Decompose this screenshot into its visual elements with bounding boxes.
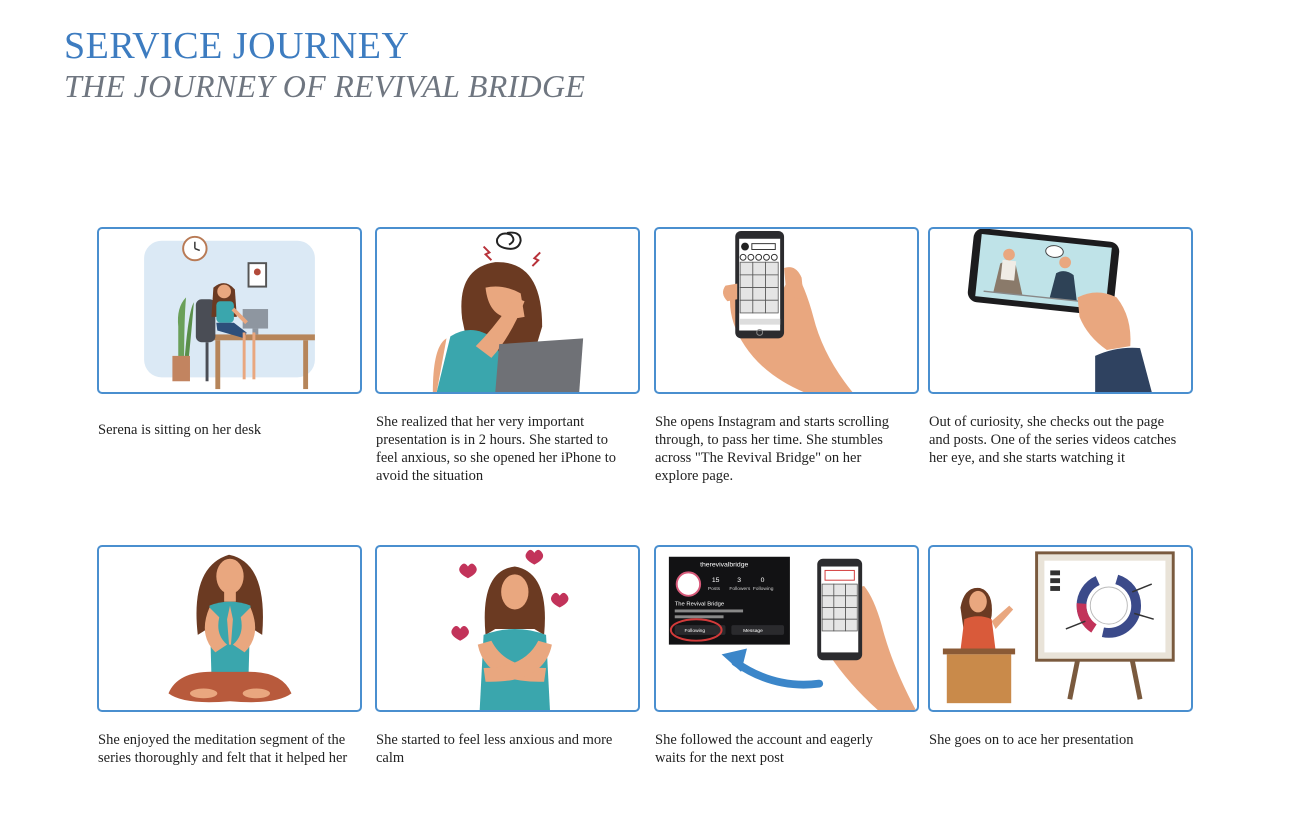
storyboard-panel-3 xyxy=(654,227,919,394)
anxious-woman-icon xyxy=(432,231,584,392)
page-title: SERVICE JOURNEY xyxy=(64,25,410,67)
hand-holding-phone-icon xyxy=(722,230,853,392)
instagram-follow-icon: therevivalbridge 15 Posts 3 Followers 0 … xyxy=(668,556,916,710)
panel-8-caption: She goes on to ace her presentation xyxy=(929,732,1134,748)
ig-posts-count: 15 xyxy=(712,577,720,584)
ig-handle: therevivalbridge xyxy=(700,562,748,569)
ig-followers-count: 3 xyxy=(737,577,741,584)
panel-6-caption: She started to feel less anxious and mor… xyxy=(376,732,613,766)
panel-2-caption: She realized that her very important pre… xyxy=(376,414,617,484)
storyboard-panel-5 xyxy=(97,545,362,712)
presentation-icon xyxy=(942,551,1175,704)
ig-following-label: Following xyxy=(753,586,774,592)
ig-following-count: 0 xyxy=(761,577,765,584)
panel-1-caption: Serena is sitting on her desk xyxy=(98,422,262,438)
woman-at-desk-icon xyxy=(144,235,315,390)
ig-message-button: Message xyxy=(743,628,763,634)
storyboard-panel-2 xyxy=(375,227,640,394)
panel-5-caption: She enjoyed the meditation segment of th… xyxy=(98,732,348,766)
storyboard-panel-6 xyxy=(375,545,640,712)
ig-following-button: Following xyxy=(685,628,706,634)
page-subtitle: THE JOURNEY OF REVIVAL BRIDGE xyxy=(64,68,586,104)
calm-woman-hearts-icon xyxy=(451,549,569,710)
panel-3-caption: She opens Instagram and starts scrolling… xyxy=(655,414,889,484)
storyboard-panel-7: therevivalbridge 15 Posts 3 Followers 0 … xyxy=(654,545,919,712)
storyboard-panel-8 xyxy=(928,545,1193,712)
ig-followers-label: Followers xyxy=(729,586,750,592)
ig-posts-label: Posts xyxy=(708,586,721,592)
ig-name: The Revival Bridge xyxy=(675,602,724,608)
storyboard-panel-4 xyxy=(928,227,1193,394)
panel-7-caption: She followed the account and eagerly wai… xyxy=(655,732,873,766)
panel-4-caption: Out of curiosity, she checks out the pag… xyxy=(929,414,1177,466)
storyboard-panel-1 xyxy=(97,227,362,394)
phone-video-icon xyxy=(967,229,1152,392)
meditating-woman-icon xyxy=(168,554,292,703)
